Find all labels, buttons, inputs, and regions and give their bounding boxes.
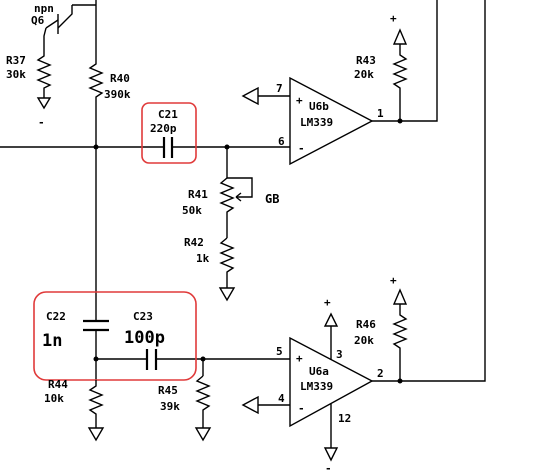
r43-ref: R43: [356, 54, 376, 67]
r40-value: 390k: [104, 88, 131, 101]
c21-highlight: [141, 102, 197, 164]
r43-plus-symbol: +: [390, 12, 397, 25]
capacitor-c22: C22 1n: [42, 147, 109, 380]
r37-value: 30k: [6, 68, 26, 81]
r42-ref: R42: [184, 236, 204, 249]
r37-ref: R37: [6, 54, 26, 67]
r40-ref: R40: [110, 72, 130, 85]
capacitor-c23: C23 100p: [96, 310, 290, 370]
c22-ref: C22: [46, 310, 66, 323]
r45-ref: R45: [158, 384, 178, 397]
resistor-r37: R37 30k -: [6, 50, 52, 129]
u6a-ref: U6a: [309, 365, 329, 378]
resistor-r45: R45 39k: [158, 359, 212, 442]
u6a-pin-gnd-num: 12: [338, 412, 351, 425]
c22-value: 1n: [42, 331, 62, 351]
comparator-u6b: 7 6 1 + - U6b LM339: [241, 76, 403, 166]
u6a-plus-symbol: +: [296, 352, 303, 365]
r44-ref: R44: [48, 378, 68, 391]
resistor-r40: R40 390k: [88, 0, 131, 147]
u6b-minus-symbol: -: [298, 142, 305, 155]
transistor-ref-label: Q6: [31, 14, 45, 27]
transistor-q6: npn Q6: [31, 2, 96, 50]
u6b-ref: U6b: [309, 100, 329, 113]
c21-branch: C21 220p: [0, 102, 290, 164]
r44-value: 10k: [44, 392, 64, 405]
u6b-pin-minus-num: 6: [278, 135, 285, 148]
r46-ref: R46: [356, 318, 376, 331]
r46-plus-symbol: +: [390, 274, 397, 287]
r46-value: 20k: [354, 334, 374, 347]
r41-value: 50k: [182, 204, 202, 217]
u6a-pin-plus-num: 5: [276, 345, 283, 358]
resistor-r43: + R43 20k: [354, 12, 408, 121]
r43-value: 20k: [354, 68, 374, 81]
u6b-part: LM339: [300, 116, 333, 129]
u6b-pin-plus-num: 7: [276, 82, 283, 95]
resistor-r41-trimmer: R41 50k GB: [182, 147, 279, 238]
u6a-pin-vcc-num: 3: [336, 348, 343, 361]
u6a-minus-symbol: -: [298, 402, 305, 415]
resistor-r46: + R46 20k: [354, 274, 408, 381]
trimmer-note-label: GB: [265, 192, 279, 206]
c23-ref: C23: [133, 310, 153, 323]
u6a-part: LM339: [300, 380, 333, 393]
u6a-pin-out-num: 2: [377, 367, 384, 380]
u6a-gnd-minus-symbol: -: [325, 462, 332, 475]
c21-value: 220p: [150, 122, 177, 135]
r45-value: 39k: [160, 400, 180, 413]
transistor-type-label: npn: [34, 2, 54, 15]
r42-value: 1k: [196, 252, 210, 265]
u6b-pin-out-num: 1: [377, 107, 384, 120]
c23-value: 100p: [124, 328, 165, 348]
u6a-vcc-plus-symbol: +: [324, 296, 331, 309]
r41-ref: R41: [188, 188, 208, 201]
resistor-r44: R44 10k: [44, 378, 105, 442]
resistor-r42: R42 1k: [184, 236, 236, 302]
u6a-pin-minus-num: 4: [278, 392, 285, 405]
c21-ref: C21: [158, 108, 178, 121]
r37-minus-symbol: -: [38, 116, 45, 129]
c22-c23-highlight: [33, 291, 197, 381]
u6a-output-wire: [400, 0, 486, 382]
comparator-u6a: + - 5 4 3 12 2 + - U6a LM339: [241, 296, 403, 475]
u6b-plus-symbol: +: [296, 94, 303, 107]
u6b-output-wire: [400, 0, 438, 122]
